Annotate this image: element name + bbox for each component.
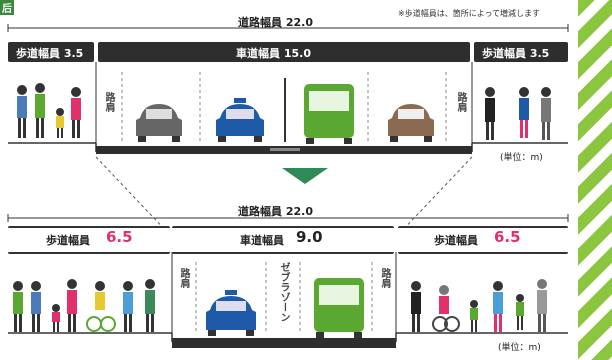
pedestrians-right-icon: [485, 87, 551, 140]
after-roadway-value: 9.0: [296, 228, 323, 246]
police-car-icon: [216, 98, 264, 142]
before-sidewalk-left-band: [8, 42, 94, 62]
after-sidewalk-left-value: 6.5: [106, 228, 133, 246]
pedestrians-left-icon: [17, 83, 81, 138]
corner-mark: 后: [0, 0, 14, 15]
before-road-width-label: 道路幅員 22.0: [238, 16, 313, 29]
after-unit-label: (単位：m): [498, 343, 541, 353]
police-car-after-icon: [206, 290, 256, 336]
after-roadway-text: 車道幅員: [240, 234, 284, 247]
before-sidewalk-right-label: 歩道幅員 3.5: [482, 47, 550, 60]
note-text: ※歩道幅員は、箇所によって増減します: [398, 9, 541, 18]
arrow-down-icon: [282, 168, 328, 184]
after-sidewalk-left-text: 歩道幅員: [46, 234, 90, 247]
car-brown-icon: [388, 104, 434, 142]
before-shoulder-right: 路肩: [455, 92, 466, 112]
after-sidewalk-left-band: [8, 226, 170, 254]
zebra-zone-label: ゼブラゾーン: [278, 262, 289, 322]
before-roadway-label: 車道幅員 15.0: [236, 47, 311, 60]
after-sidewalk-right-band: [398, 226, 568, 254]
before-sidewalk-left-label: 歩道幅員 3.5: [16, 47, 84, 60]
after-sidewalk-right-value: 6.5: [494, 228, 521, 246]
after-road-width-label: 道路幅員 22.0: [238, 205, 313, 218]
after-shoulder-right: 路肩: [379, 268, 390, 288]
after-shoulder-left: 路肩: [178, 268, 189, 288]
before-road-surface: [8, 62, 568, 154]
before-sidewalk-right-band: [474, 42, 568, 62]
after-roadway-band: [172, 226, 394, 254]
bus-icon: [304, 84, 354, 144]
before-unit-label: (単位：m): [500, 153, 543, 163]
before-shoulder-left: 路肩: [103, 92, 114, 112]
decorative-stripe: [578, 0, 612, 360]
pedestrians-after-right-icon: [411, 279, 547, 332]
before-roadway-band: [98, 42, 470, 62]
after-sidewalk-right-text: 歩道幅員: [434, 234, 478, 247]
car-gray-icon: [136, 104, 182, 142]
pedestrians-after-left-icon: [13, 279, 155, 332]
bus-after-icon: [314, 278, 364, 338]
after-road-surface: [8, 252, 568, 348]
